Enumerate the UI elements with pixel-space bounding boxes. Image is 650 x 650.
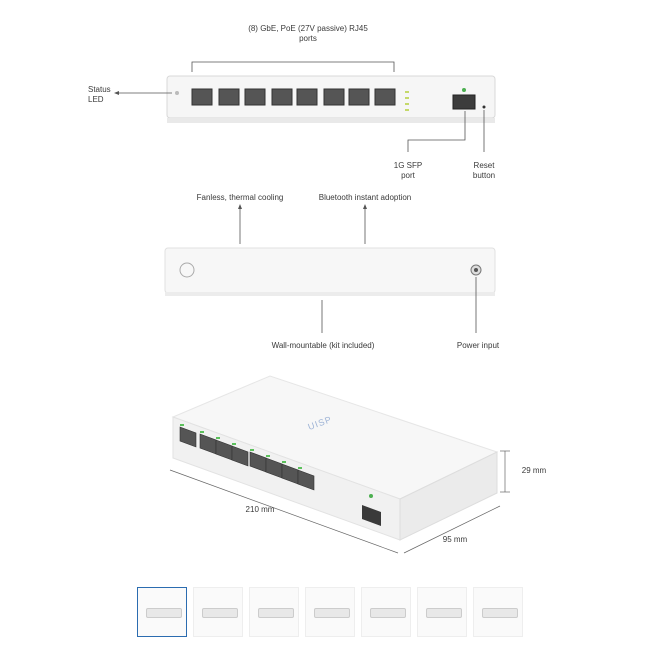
thumbnail-6[interactable] <box>417 587 467 637</box>
sfp-port-label: 1G SFP port <box>393 161 423 180</box>
reset-button-label: Reset button <box>472 161 496 180</box>
depth-dimension: 95 mm <box>442 535 468 544</box>
bluetooth-label: Bluetooth instant adoption <box>318 193 412 202</box>
thumbnail-strip <box>137 587 527 639</box>
fanless-label: Fanless, thermal cooling <box>196 193 284 202</box>
status-led <box>175 91 179 95</box>
height-dimension: 29 mm <box>521 466 547 475</box>
thumbnail-2[interactable] <box>193 587 243 637</box>
wall-mount-label: Wall-mountable (kit included) <box>271 341 375 350</box>
width-dimension: 210 mm <box>245 505 275 514</box>
reset-button <box>482 105 486 109</box>
perspective-ports <box>179 426 315 491</box>
thumbnail-7[interactable] <box>473 587 523 637</box>
ports-label: (8) GbE, PoE (27V passive) RJ45 ports <box>248 24 368 43</box>
thumbnail-4[interactable] <box>305 587 355 637</box>
thumbnail-1[interactable] <box>137 587 187 637</box>
thumbnail-5[interactable] <box>361 587 411 637</box>
perspective-view <box>169 375 510 554</box>
top-view <box>164 204 496 333</box>
sfp-port <box>452 94 476 110</box>
power-input-label: Power input <box>456 341 500 350</box>
front-view <box>114 61 496 152</box>
status-led-label: Status LED <box>88 85 111 104</box>
thumbnail-3[interactable] <box>249 587 299 637</box>
rj45-ports <box>191 88 396 106</box>
